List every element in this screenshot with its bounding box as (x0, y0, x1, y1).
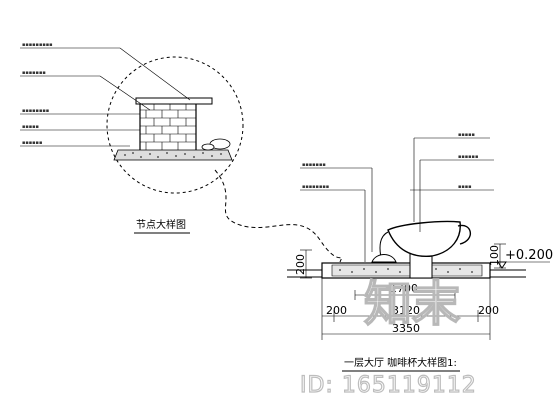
level-marker: +0.200 (497, 248, 553, 269)
coffee-cup-elevation: ▪▪▪▪▪▪▪ ▪▪▪▪▪▪▪▪ ▪▪▪▪▪ ▪▪▪▪▪▪ ▪▪▪▪ (287, 132, 526, 279)
gravel-base (113, 149, 233, 161)
svg-text:▪▪▪▪▪▪▪: ▪▪▪▪▪▪▪ (302, 162, 326, 168)
level-mark-text: +0.200 (505, 248, 553, 263)
detail-leaders (20, 47, 191, 147)
pool-dots (339, 268, 473, 273)
vertical-dimensions: 200 100 (294, 243, 506, 279)
svg-text:▪▪▪▪▪▪▪▪: ▪▪▪▪▪▪▪▪ (302, 184, 329, 190)
id-watermark: ID: 165119112 (300, 373, 477, 398)
detail-circle (106, 56, 244, 194)
callout-connector (214, 169, 343, 263)
svg-text:▪▪▪▪▪▪▪▪▪: ▪▪▪▪▪▪▪▪▪ (22, 42, 53, 48)
dim-3350: 3350 (392, 322, 420, 335)
cap-stone (135, 97, 213, 105)
svg-text:▪▪▪▪▪▪: ▪▪▪▪▪▪ (22, 140, 42, 146)
coffee-cup-body (387, 220, 461, 257)
svg-text:▪▪▪▪▪▪: ▪▪▪▪▪▪ (458, 154, 478, 160)
svg-text:▪▪▪▪: ▪▪▪▪ (458, 184, 472, 190)
detail-leader-notes: ▪▪▪▪▪▪▪▪▪ ▪▪▪▪▪▪▪ ▪▪▪▪▪▪▪▪ ▪▪▪▪▪ ▪▪▪▪▪▪ (22, 42, 53, 146)
dim-200-right: 200 (478, 304, 499, 317)
dim-1700: 1700 (390, 282, 418, 295)
svg-text:▪▪▪▪▪: ▪▪▪▪▪ (22, 124, 39, 130)
rock-left (371, 254, 397, 263)
svg-text:▪▪▪▪▪: ▪▪▪▪▪ (458, 132, 475, 138)
detail-caption: 节点大样图 (136, 218, 186, 231)
coffee-cup-handle (457, 224, 471, 245)
node-detail-callout: ▪▪▪▪▪▪▪▪▪ ▪▪▪▪▪▪▪ ▪▪▪▪▪▪▪▪ ▪▪▪▪▪ ▪▪▪▪▪▪ (20, 42, 244, 194)
pebble (201, 143, 215, 151)
main-caption: 一层大厅 咖啡杯大样图1: (344, 356, 457, 369)
horizontal-dimensions: 1700 200 3120 200 3350 (321, 278, 499, 340)
watermark-logo: 知末 (364, 276, 460, 332)
gravel-dots (124, 152, 222, 158)
pool-inner (331, 264, 483, 277)
cup-leader-notes: ▪▪▪▪▪▪▪ ▪▪▪▪▪▪▪▪ ▪▪▪▪▪ ▪▪▪▪▪▪ ▪▪▪▪ (302, 132, 478, 190)
dim-3120: 3120 (392, 304, 420, 317)
dim-200-left: 200 (326, 304, 347, 317)
svg-text:▪▪▪▪▪▪▪▪: ▪▪▪▪▪▪▪▪ (22, 108, 49, 114)
svg-text:▪▪▪▪▪▪▪: ▪▪▪▪▪▪▪ (22, 70, 46, 76)
cup-leaders (300, 137, 494, 262)
dim-100-vertical: 100 (488, 245, 501, 266)
dim-200-vertical: 200 (294, 254, 307, 275)
